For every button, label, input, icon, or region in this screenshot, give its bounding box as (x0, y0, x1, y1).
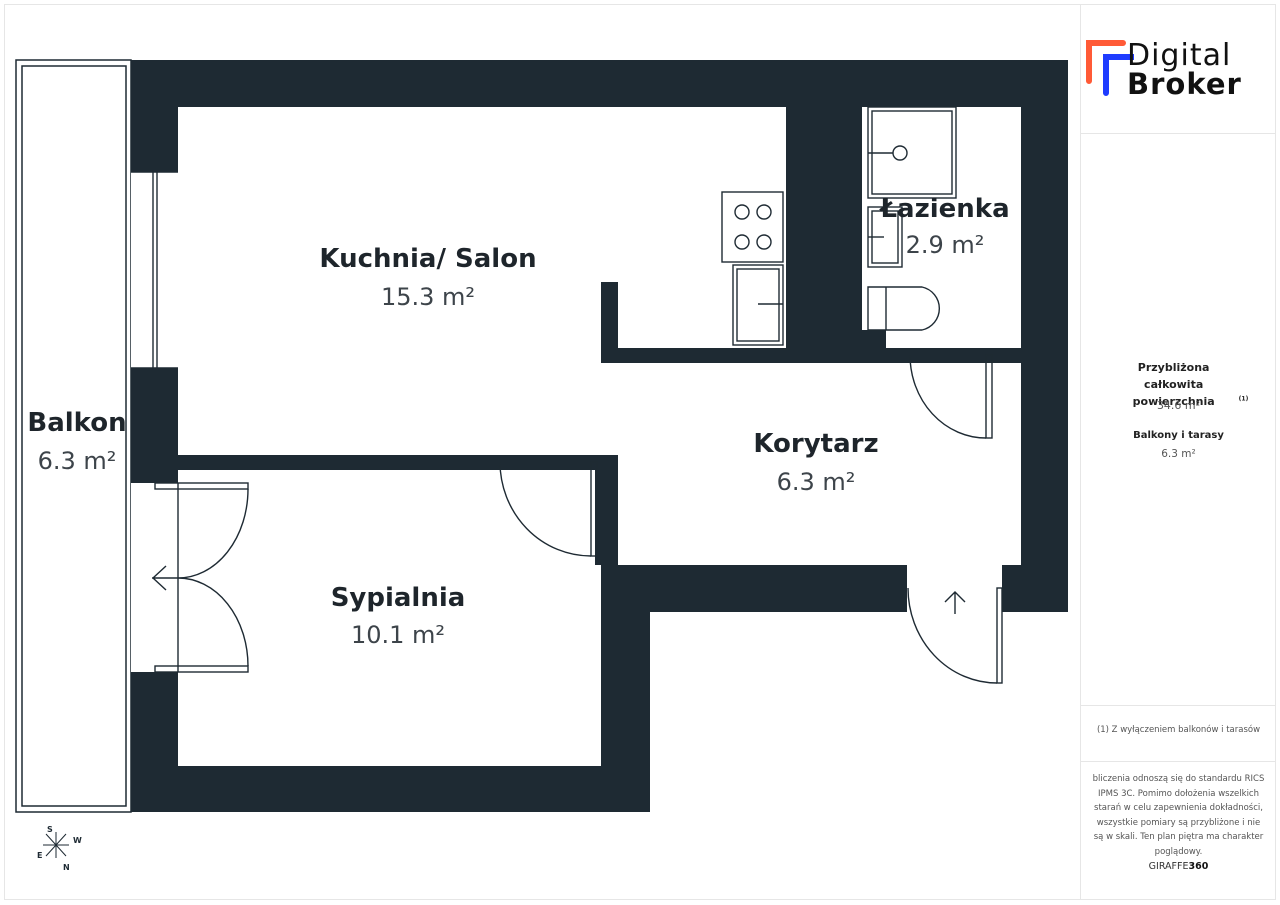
giraffe360-brand: GIRAFFE360 (1148, 861, 1209, 872)
compass-s: S (47, 825, 53, 834)
room-area-bathroom: 2.9 m² (906, 231, 985, 259)
shower-icon (867, 106, 957, 199)
balcony-area-value: 6.3 m² (1161, 448, 1196, 460)
window-opening (131, 172, 178, 368)
room-name-bedroom: Sypialnia (331, 583, 466, 613)
room-area-kitchen: 15.3 m² (381, 283, 475, 311)
page-frame (4, 4, 1276, 900)
room-area-bedroom: 10.1 m² (351, 621, 445, 649)
room-name-kitchen: Kuchnia/ Salon (319, 244, 536, 274)
floor-plan: Kuchnia/ Salon 15.3 m² Łazienka 2.9 m² K… (15, 59, 1068, 872)
footnote-mark: (1) (1238, 395, 1249, 403)
stove-icon (721, 191, 784, 263)
compass-icon: S W E N (37, 825, 82, 872)
balcony-area-label: Balkony i tarasy (1133, 430, 1224, 441)
bathroom-floor (862, 107, 1021, 348)
kitchen-sink-icon (732, 264, 784, 346)
disclaimer: bliczenia odnoszą się do standardu RICS … (1092, 774, 1265, 857)
entrance-door (907, 587, 1003, 684)
info-sidebar: Digital Broker Przybliżona całkowita pow… (1080, 5, 1276, 900)
compass-e: E (37, 851, 42, 860)
balcony-inner-line (21, 65, 127, 807)
corridor-floor (601, 363, 1021, 565)
logo-line2: Broker (1127, 67, 1242, 101)
entrance-arrow-icon (944, 591, 966, 614)
digital-broker-logo: Digital Broker (1081, 5, 1276, 134)
total-area-label: Przybliżona całkowita powierzchnia(1) (1132, 361, 1249, 408)
room-name-corridor: Korytarz (753, 429, 878, 459)
room-name-bathroom: Łazienka (878, 194, 1009, 224)
balcony-arrow-icon (151, 565, 178, 591)
toilet-icon (867, 286, 941, 331)
walls (131, 60, 1068, 812)
footnote: (1) Z wyłączeniem balkonów i tarasów (1081, 705, 1276, 762)
bathroom-door (909, 354, 993, 439)
balcony-double-door (151, 482, 249, 673)
bedroom-door (499, 461, 598, 557)
compass-n: N (63, 863, 70, 872)
room-name-balcony: Balkon (27, 408, 126, 438)
compass-w: W (73, 836, 82, 845)
room-area-corridor: 6.3 m² (777, 468, 856, 496)
window (131, 171, 178, 369)
room-area-balcony: 6.3 m² (38, 447, 117, 475)
total-area-value: 34.6 m² (1156, 399, 1201, 412)
logo-line1: Digital (1127, 38, 1232, 73)
bedroom-floor (178, 470, 601, 766)
bathroom-sink-icon (867, 206, 903, 268)
logo-mark-icon (1086, 40, 1134, 96)
